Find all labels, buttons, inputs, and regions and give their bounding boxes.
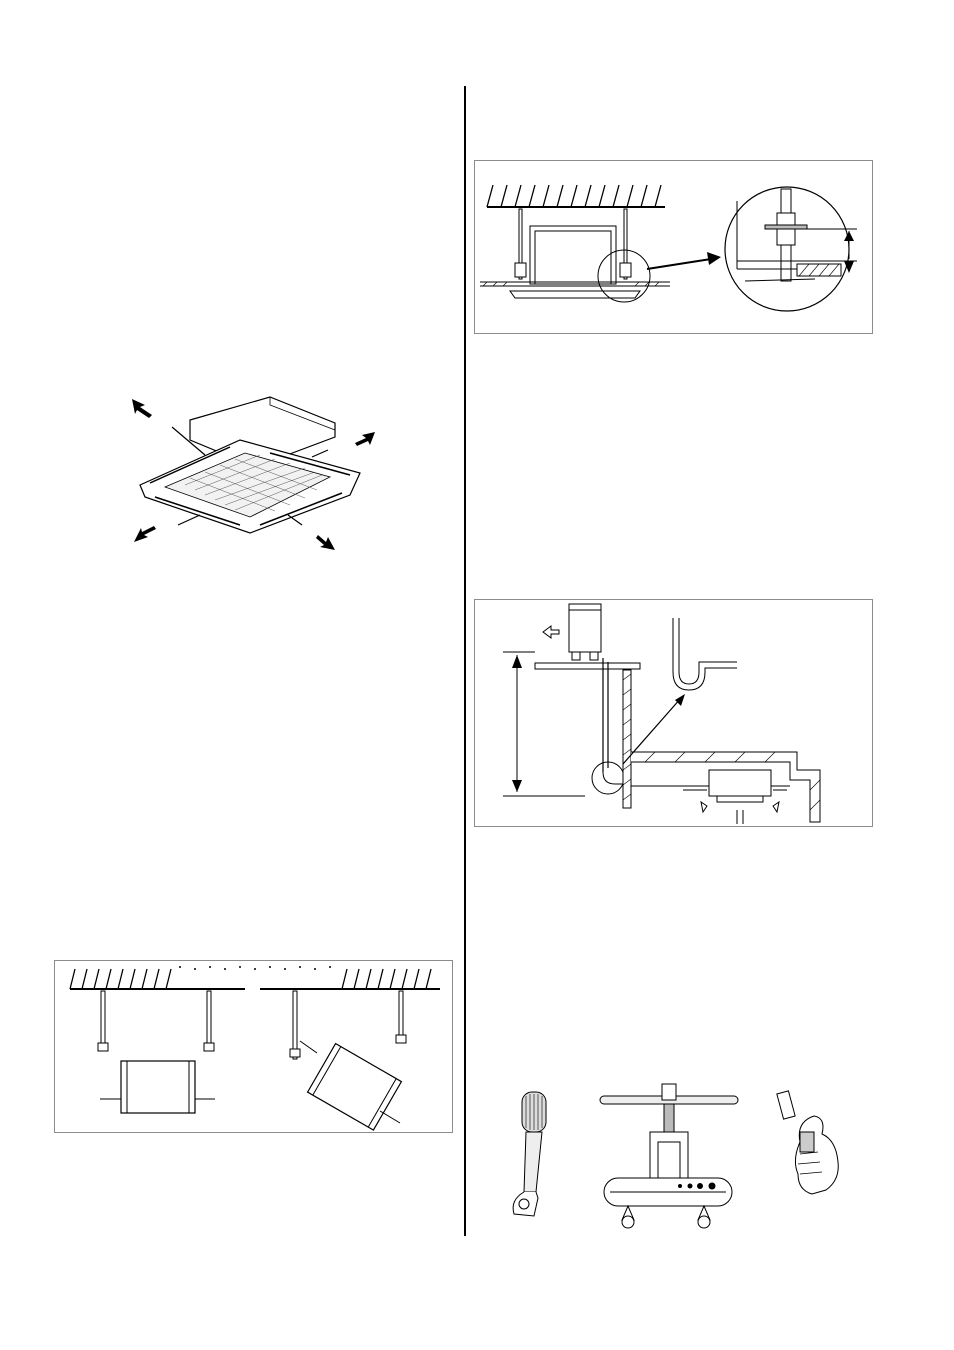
- hanging-bolts-figure: [54, 960, 453, 1133]
- column-divider: [464, 86, 466, 1236]
- drain-lift-figure: [474, 599, 873, 827]
- pipe-cutter-icon: [512, 1091, 547, 1217]
- flaring-tool-icon: [599, 1083, 739, 1229]
- cassette-unit-figure: [110, 385, 400, 560]
- ceiling-mount-figure: [474, 160, 873, 334]
- reamer-icon: [776, 1090, 839, 1195]
- flaring-tools-figure: [500, 1082, 860, 1240]
